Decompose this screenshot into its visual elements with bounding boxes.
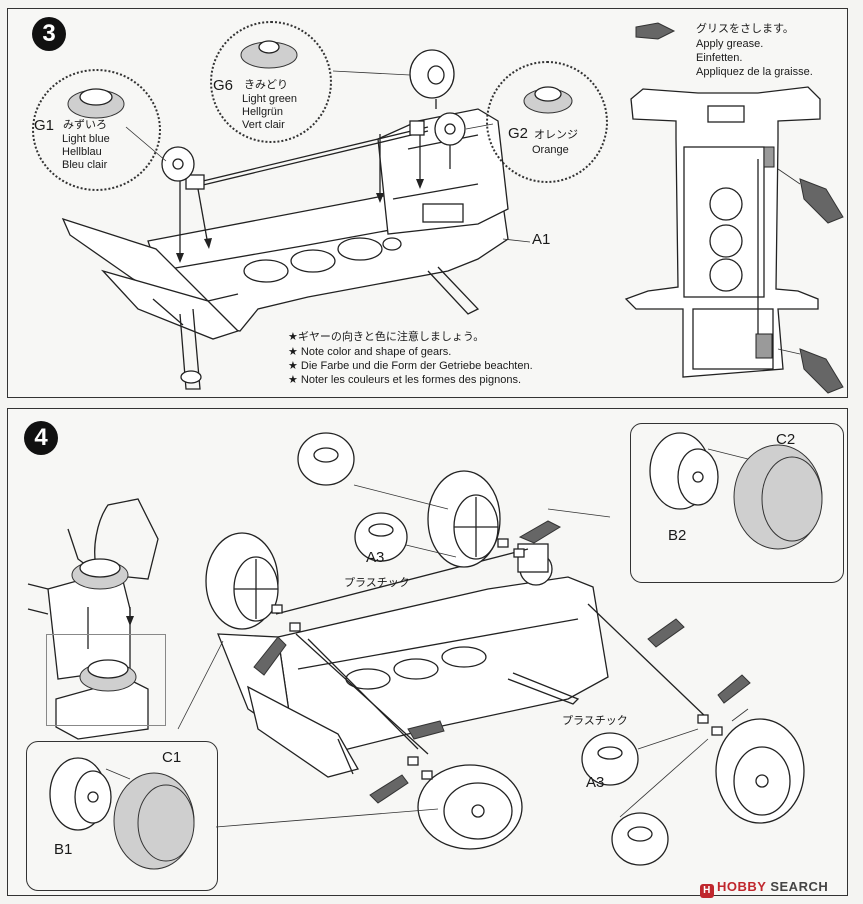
watermark-logo-icon: H <box>700 884 714 898</box>
note-de: ★ Die Farbe und die Form der Getriebe be… <box>288 360 533 372</box>
part-a1-label: A1 <box>532 231 551 248</box>
gear-g1-fr: Bleu clair <box>62 159 108 171</box>
part-b2-label: B2 <box>668 527 687 544</box>
note-en: ★ Note color and shape of gears. <box>288 346 452 358</box>
gear-g2-code: G2 <box>508 125 529 142</box>
step-3-panel: 3 <box>7 8 848 398</box>
step-4-illustration <box>27 432 823 870</box>
gear-g2-bubble <box>486 61 608 183</box>
gear-g6-bubble <box>210 21 332 143</box>
step-3-illustration <box>61 22 844 394</box>
part-b1-label: B1 <box>54 841 73 858</box>
note-jp: ★ギヤーの向きと色に注意しましょう。 <box>288 331 485 343</box>
watermark-brand-b: SEARCH <box>770 879 829 894</box>
grease-de: Einfetten. <box>696 52 743 64</box>
note-fr: ★ Noter les couleurs et les formes des p… <box>288 374 522 386</box>
gear-g6-code: G6 <box>213 77 234 94</box>
inset-photo-box <box>46 634 166 726</box>
gear-g6-en: Light green <box>242 93 298 105</box>
gear-g1-de: Hellblau <box>62 146 102 158</box>
inset-front-wheel-box <box>26 741 218 891</box>
gear-g2-en: Orange <box>532 144 569 156</box>
gear-g2-jp: オレンジ <box>534 129 578 141</box>
gear-g6-jp: きみどり <box>244 79 288 91</box>
part-a3-bottom-label: A3 <box>586 774 605 791</box>
grease-en: Apply grease. <box>696 38 764 50</box>
gear-g1-en: Light blue <box>62 133 110 145</box>
part-c2-label: C2 <box>776 431 796 448</box>
gear-g1-jp: みずいろ <box>63 119 107 131</box>
plastic-bottom-label: プラスチック <box>562 715 628 727</box>
grease-jp: グリスをさします。 <box>696 23 794 35</box>
step-number-3: 3 <box>32 17 66 51</box>
gear-g6-fr: Vert clair <box>242 119 285 131</box>
inset-rear-wheel-box <box>630 423 844 583</box>
part-c1-label: C1 <box>162 749 182 766</box>
gear-g1-code: G1 <box>34 117 55 134</box>
gear-g6-de: Hellgrün <box>242 106 283 118</box>
part-a3-top-label: A3 <box>366 549 385 566</box>
grease-fr: Appliquez de la graisse. <box>696 66 813 78</box>
gear-g1-bubble <box>32 69 161 191</box>
step-number-4: 4 <box>24 421 58 455</box>
plastic-top-label: プラスチック <box>344 577 410 589</box>
watermark-brand-a: HOBBY <box>717 879 767 894</box>
step-4-panel: 4 <box>7 408 848 896</box>
